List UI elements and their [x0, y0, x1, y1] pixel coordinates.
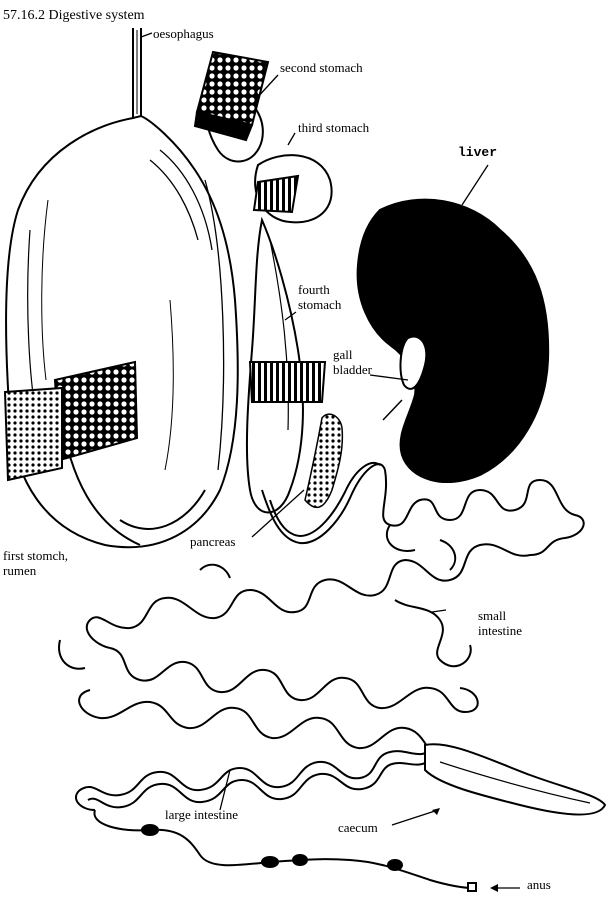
label-third-stomach: third stomach	[298, 120, 370, 135]
label-large-intestine: large intestine	[165, 807, 239, 822]
fourth-stomach	[245, 216, 327, 514]
label-caecum: caecum	[338, 820, 378, 835]
label-rumen-line2: rumen	[3, 563, 37, 578]
rectum	[93, 809, 477, 892]
large-intestine	[75, 749, 431, 811]
leader-lines	[140, 32, 520, 889]
figure-title: 57.16.2 Digestive system	[3, 8, 145, 23]
second-stomach	[193, 50, 270, 163]
label-fourth-stomach-line1: fourth	[298, 282, 330, 297]
pancreas	[304, 413, 344, 509]
label-anus: anus	[527, 877, 551, 892]
arrowheads	[432, 808, 498, 892]
label-rumen-line1: first stomch,	[3, 548, 68, 563]
label-fourth-stomach: fourth stomach	[298, 282, 341, 312]
label-rumen: first stomch, rumen	[3, 548, 68, 578]
rumen	[5, 114, 239, 549]
duodenum	[261, 399, 403, 545]
third-stomach	[252, 154, 333, 224]
label-small-intestine-line1: small	[478, 608, 507, 623]
small-intestine	[58, 469, 585, 751]
label-second-stomach: second stomach	[280, 60, 363, 75]
label-small-intestine: small intestine	[478, 608, 522, 638]
rumen-cutaway	[3, 360, 139, 482]
label-small-intestine-line2: intestine	[478, 623, 523, 638]
liver	[356, 198, 550, 483]
label-liver: liver	[458, 145, 498, 160]
label-gall-bladder-line2: bladder	[333, 362, 372, 377]
label-pancreas: pancreas	[190, 534, 236, 549]
label-oesophagus: oesophagus	[153, 26, 214, 41]
oesophagus	[132, 28, 142, 118]
caecum	[424, 743, 607, 816]
label-gall-bladder-line1: gall	[333, 347, 353, 362]
label-gall-bladder: gall bladder	[333, 347, 372, 377]
label-fourth-stomach-line2: stomach	[298, 297, 342, 312]
